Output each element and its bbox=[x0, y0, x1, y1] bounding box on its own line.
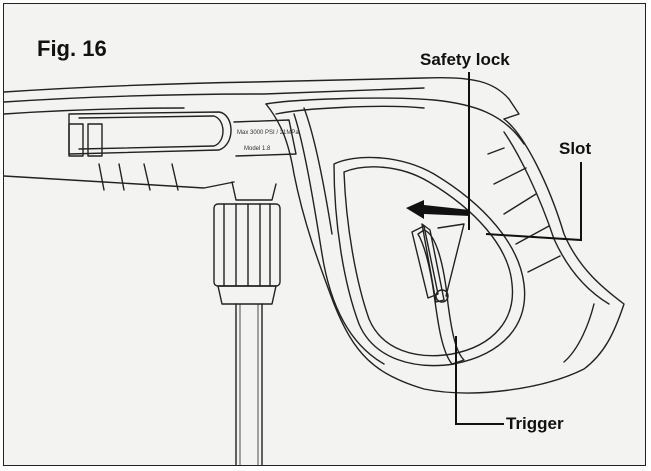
label-trigger: Trigger bbox=[506, 414, 564, 433]
safety-lock bbox=[421, 223, 445, 303]
hose bbox=[235, 303, 263, 465]
leader-trigger bbox=[455, 336, 504, 425]
spray-gun-drawing bbox=[4, 72, 625, 465]
embossed-text-line2: Model 1.8 bbox=[244, 146, 271, 152]
leader-slot bbox=[485, 162, 582, 242]
trigger-guard bbox=[333, 156, 526, 367]
hose-connector bbox=[231, 181, 277, 201]
direction-arrow bbox=[406, 200, 470, 219]
front-sleeve bbox=[68, 111, 232, 155]
handle-top bbox=[265, 97, 525, 145]
label-slot: Slot bbox=[559, 139, 592, 158]
label-safety-lock: Safety lock bbox=[420, 50, 510, 69]
grip-ribs bbox=[487, 147, 561, 273]
embossed-text-line1: Max 3000 PSI / 21MPa bbox=[237, 130, 299, 136]
embossed-text-layer: Max 3000 PSI / 21MPa Model 1.8 bbox=[237, 130, 299, 152]
figure-title: Fig. 16 bbox=[37, 36, 107, 61]
gun-body-outline bbox=[4, 76, 520, 120]
handle-grip-outer bbox=[265, 103, 625, 394]
figure-frame: Fig. 16 Safety lock Slot Trigger Max 300… bbox=[3, 3, 646, 466]
gun-body-lower-edge bbox=[4, 175, 235, 189]
